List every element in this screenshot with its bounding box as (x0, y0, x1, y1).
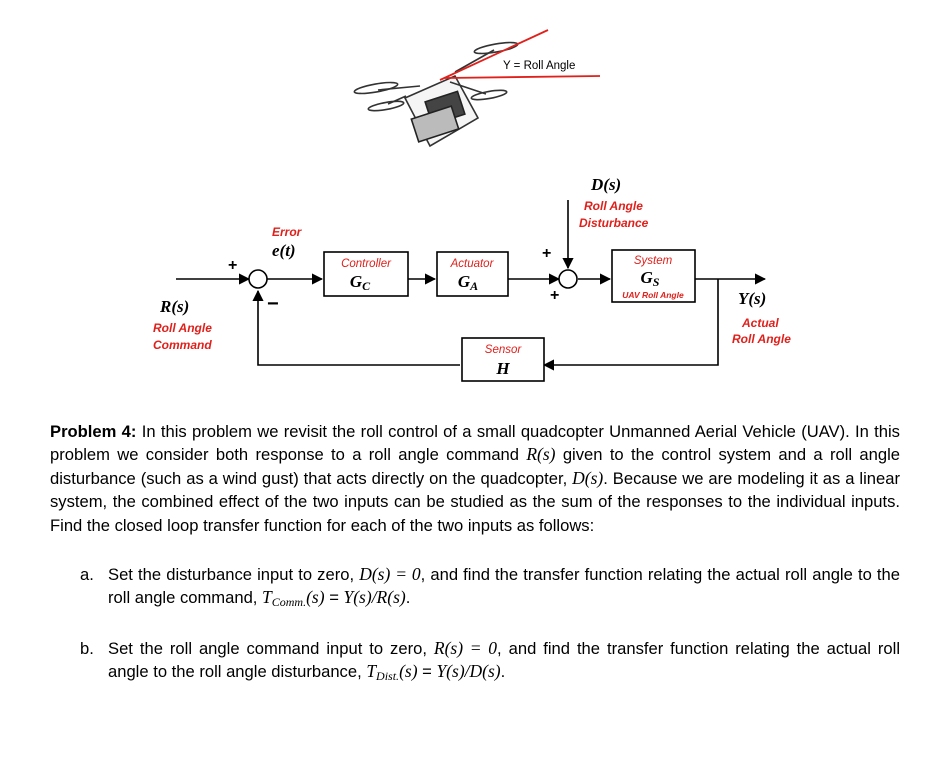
problem-text: Problem 4: In this problem we revisit th… (50, 420, 900, 711)
svg-text:GS: GS (641, 268, 660, 289)
problem-statement: Problem 4: In this problem we revisit th… (50, 420, 900, 537)
disturbance-label-line2: Disturbance (579, 216, 649, 230)
actuator-title: Actuator (450, 258, 495, 270)
svg-text:GC: GC (350, 272, 371, 293)
part-text: Set the disturbance input to zero, D(s) … (108, 564, 900, 610)
signal-lines (176, 200, 767, 371)
roll-line (439, 29, 549, 81)
input-label-line1: Roll Angle (153, 321, 212, 335)
disturbance-symbol: D(s) (590, 175, 621, 194)
sensor-block: Sensor H (461, 337, 545, 382)
output-label-line2: Roll Angle (732, 332, 791, 346)
system-note: UAV Roll Angle (622, 290, 684, 300)
sum1-plus-sign: + (228, 257, 237, 274)
sum2-plus-sign-top: + (542, 245, 551, 262)
output-label-line1: Actual (741, 316, 779, 330)
problem-body: In this problem we revisit the roll cont… (50, 422, 900, 535)
problem-part-b: b. Set the roll angle command input to ze… (50, 637, 900, 689)
controller-title: Controller (341, 258, 392, 270)
controller-symbol: G (350, 272, 363, 291)
problem-heading: Problem 4: (50, 422, 137, 441)
system-title: System (634, 255, 673, 267)
actuator-subscript: A (469, 279, 478, 293)
problem-part-a: a. Set the disturbance input to zero, D(s… (50, 563, 900, 615)
system-subscript: S (653, 275, 660, 289)
summing-junction-error (248, 269, 268, 289)
disturbance-label-line1: Roll Angle (584, 199, 643, 213)
problem-parts: a. Set the disturbance input to zero, D(s… (50, 563, 900, 689)
block-diagram: Y = Roll Angle D(s) Roll Angle Disturban… (153, 29, 791, 382)
system-block: System GS UAV Roll Angle (611, 249, 696, 303)
part-marker: a. (80, 565, 94, 585)
input-label-line2: Command (153, 338, 212, 352)
controller-block: Controller GC (323, 251, 409, 297)
summing-junction-disturbance (558, 269, 578, 289)
actuator-block: Actuator GA (436, 251, 509, 297)
actuator-symbol: G (458, 272, 471, 291)
svg-text:GA: GA (458, 272, 478, 293)
sensor-title: Sensor (485, 344, 523, 356)
system-symbol: G (641, 268, 654, 287)
roll-angle-label: Y = Roll Angle (503, 60, 575, 72)
error-label: Error (272, 225, 303, 239)
error-symbol: e(t) (272, 241, 296, 260)
sum2-plus-sign-bottom: + (550, 287, 559, 304)
part-marker: b. (80, 638, 94, 658)
controller-subscript: C (362, 279, 371, 293)
output-symbol: Y(s) (738, 289, 766, 308)
sensor-symbol: H (495, 359, 510, 378)
quadcopter-illustration (353, 41, 519, 148)
horizon-line (444, 75, 601, 79)
part-text: Set the roll angle command input to zero… (108, 637, 901, 684)
sum1-minus-sign: − (267, 293, 279, 315)
input-symbol: R(s) (159, 297, 189, 316)
